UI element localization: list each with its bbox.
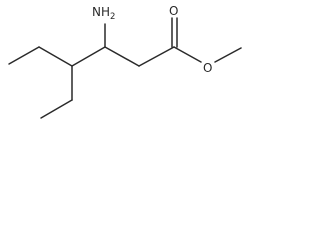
bond-c1-ester-o	[173, 46, 202, 63]
amine-label: NH2	[92, 5, 115, 22]
bond-c2-c1	[138, 46, 175, 67]
molecule-diagram: NH2 O O	[8, 4, 242, 119]
bond-c3-c2	[104, 46, 140, 67]
bond-ethyl-upper-ch2	[38, 46, 73, 67]
amine-subscript: 2	[110, 12, 115, 22]
bond-ethyl-lower-ch3	[40, 99, 73, 119]
ester-oxygen-label: O	[203, 61, 212, 75]
bond-ethyl-upper-ch3	[8, 46, 40, 65]
bond-c4-c3	[71, 46, 106, 67]
bond-ester-o-ch3	[214, 47, 242, 63]
structure-canvas: NH2 O O	[0, 0, 250, 134]
carbonyl-oxygen-label: O	[169, 4, 178, 18]
